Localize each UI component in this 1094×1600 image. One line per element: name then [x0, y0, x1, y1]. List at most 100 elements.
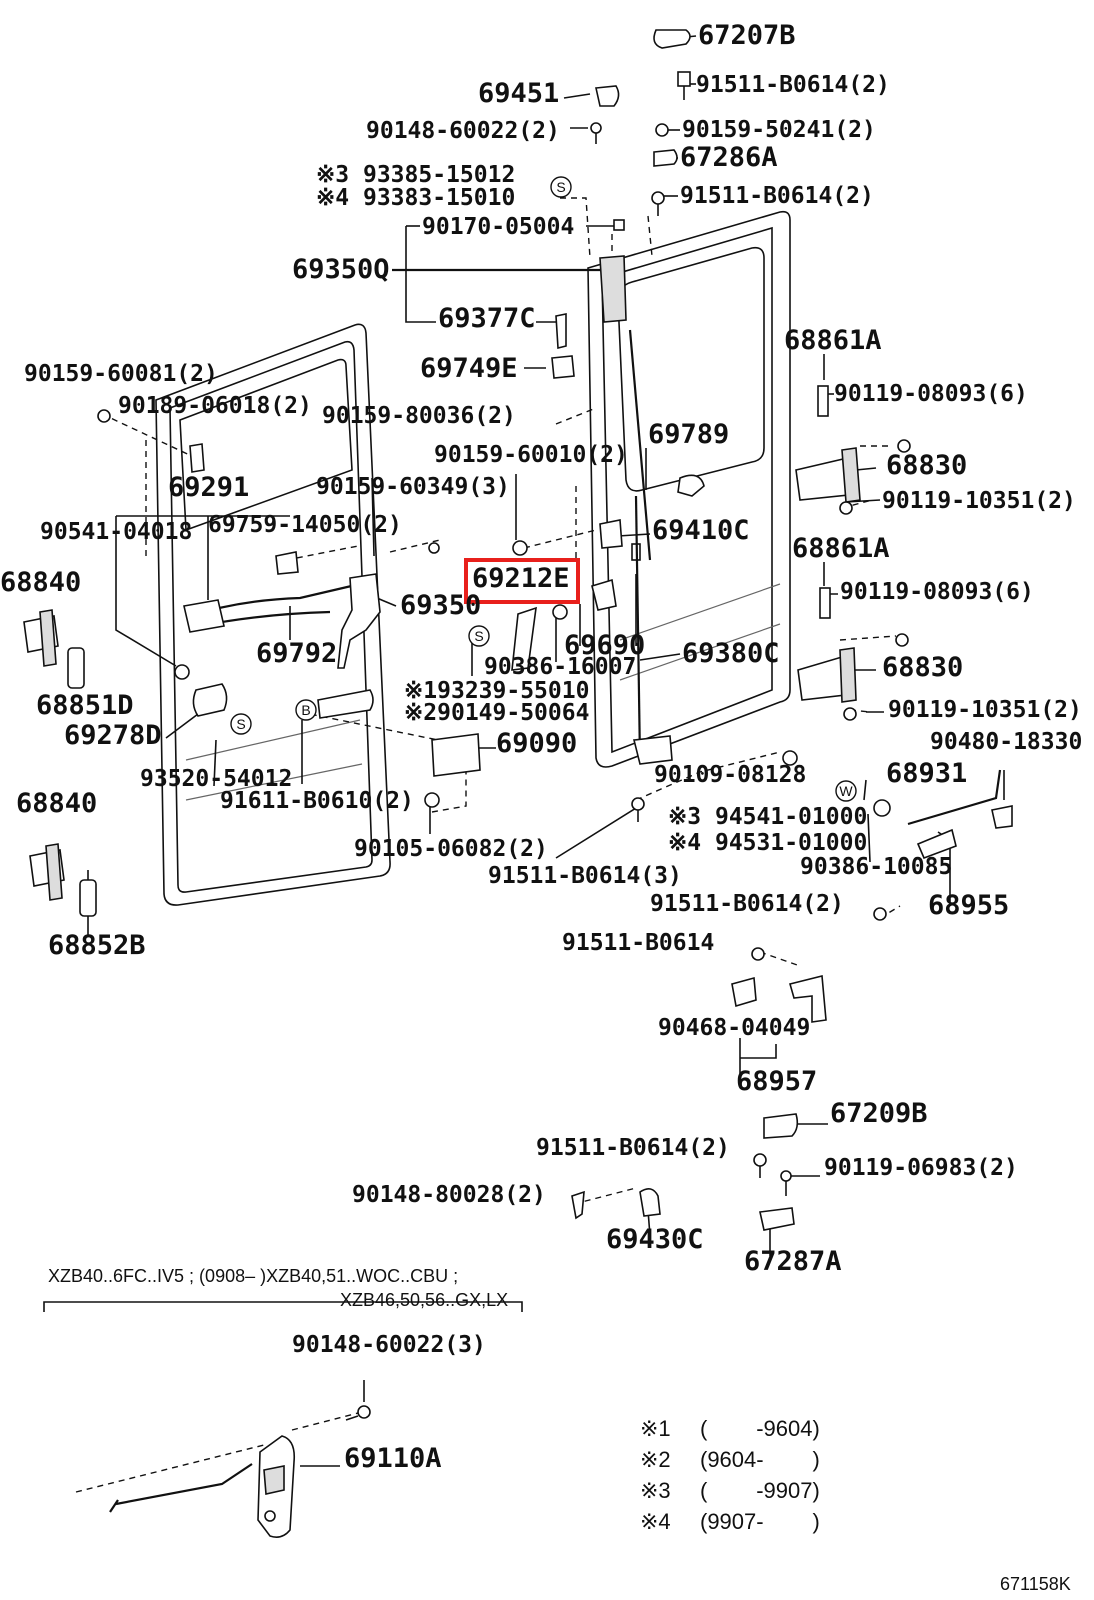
part-label-90189-06018-2: 90189-06018(2)	[118, 393, 312, 419]
date-range-legend: ※1( -9604)※2(9604- )※3( -9907)※4(9907- )	[640, 1416, 820, 1534]
legend-mark: ※3	[640, 1478, 671, 1503]
part-label-67209b: 67209B	[830, 1098, 928, 1129]
model-applicability-line-2: XZB46,50,56..GX,LX	[340, 1290, 508, 1310]
part-label-90119-10351-2: 90119-10351(2)	[888, 697, 1082, 723]
part-label-90468-04049: 90468-04049	[658, 1015, 810, 1041]
circled-marker-s: S	[468, 625, 490, 647]
part-label-68931: 68931	[886, 758, 967, 789]
bolt-icon	[651, 191, 665, 216]
bolt-icon	[897, 439, 911, 453]
bolt-icon	[839, 501, 853, 515]
legend-range: ( -9604)	[700, 1416, 820, 1441]
part-label-67287a: 67287A	[744, 1246, 842, 1277]
circled-marker-w: W	[835, 780, 857, 802]
part-label-90386-10085: 90386-10085	[800, 854, 952, 880]
part-label-90159-60010-2: 90159-60010(2)	[434, 442, 628, 468]
bolt-icon	[753, 1153, 767, 1178]
part-label-93520-54012: 93520-54012	[140, 766, 292, 792]
circled-marker-b: B	[295, 699, 317, 721]
legend-mark: ※4	[640, 1509, 671, 1534]
part-label-68830: 68830	[882, 652, 963, 683]
part-label-91611-b0610-2: 91611-B0610(2)	[220, 788, 414, 814]
part-label-91511-b0614-2: 91511-B0614(2)	[650, 891, 844, 917]
part-label-69430c: 69430C	[606, 1224, 704, 1255]
part-label-90119-08093-6: 90119-08093(6)	[840, 579, 1034, 605]
bolt-icon	[590, 122, 602, 144]
svg-text:S: S	[236, 716, 245, 732]
circled-marker-s: S	[550, 176, 572, 198]
legend-range: ( -9907)	[700, 1478, 820, 1503]
circled-marker-s: S	[230, 713, 252, 735]
part-label-4-94531-01000: ※4 94531-01000	[668, 830, 867, 856]
part-label-4-93383-15010: ※4 93383-15010	[316, 185, 515, 211]
bolt-icon	[655, 123, 669, 137]
part-label-68861a: 68861A	[792, 533, 890, 564]
part-label-90159-60349-3: 90159-60349(3)	[316, 474, 510, 500]
part-label-91511-b0614: 91511-B0614	[562, 930, 714, 956]
part-label-69110a: 69110A	[344, 1443, 442, 1474]
part-label-90386-16007: 90386-16007	[484, 654, 636, 680]
part-label-68957: 68957	[736, 1066, 817, 1097]
bolt-icon	[97, 409, 111, 423]
part-label-69690: 69690	[564, 630, 645, 661]
part-glyphs	[23, 29, 1013, 1538]
part-label-290149-50064: ※290149-50064	[404, 700, 589, 726]
bolt-icon	[782, 750, 798, 766]
bolt-icon	[843, 707, 857, 721]
model-applicability-line-1: XZB40..6FC..IV5 ; (0908– )XZB40,51..WOC.…	[48, 1266, 458, 1286]
legend-range: (9907- )	[700, 1509, 820, 1534]
legend-row: ※3 ( -9907)	[640, 1478, 820, 1503]
part-label-69380c: 69380C	[682, 638, 780, 669]
part-label-68840: 68840	[0, 567, 81, 598]
part-label-90159-60081-2: 90159-60081(2)	[24, 361, 218, 387]
part-label-69410c: 69410C	[652, 515, 750, 546]
bolt-icon	[428, 542, 440, 554]
part-label-3-94541-01000: ※3 94541-01000	[668, 804, 867, 830]
part-label-91511-b0614-2: 91511-B0614(2)	[680, 183, 874, 209]
part-label-69451: 69451	[478, 78, 559, 109]
part-label-90119-10351-2: 90119-10351(2)	[882, 488, 1076, 514]
part-label-91511-b0614-2: 91511-B0614(2)	[696, 72, 890, 98]
part-label-68851d: 68851D	[36, 690, 134, 721]
part-label-69291: 69291	[168, 472, 249, 503]
part-label-67207b: 67207B	[698, 20, 796, 51]
part-label-69759-14050-2: 69759-14050(2)	[208, 512, 402, 538]
part-label-90170-05004: 90170-05004	[422, 214, 574, 240]
bolt-icon	[751, 947, 765, 961]
legend-mark: ※1	[640, 1416, 671, 1441]
bolt-icon	[345, 1405, 371, 1421]
part-label-91511-b0614-2: 91511-B0614(2)	[536, 1135, 730, 1161]
part-label-90148-60022-3: 90148-60022(3)	[292, 1332, 486, 1358]
part-label-90148-80028-2: 90148-80028(2)	[352, 1182, 546, 1208]
part-label-91511-b0614-3: 91511-B0614(3)	[488, 863, 682, 889]
bolt-icon	[424, 792, 440, 808]
part-label-90105-06082-2: 90105-06082(2)	[354, 836, 548, 862]
part-label-69377c: 69377C	[438, 303, 536, 334]
part-label-69212e: 69212E	[472, 563, 570, 594]
part-label-68830: 68830	[886, 450, 967, 481]
bolt-icon	[174, 664, 190, 680]
bolt-icon	[873, 907, 887, 921]
legend-mark: ※2	[640, 1447, 671, 1472]
bolt-icon	[895, 633, 909, 647]
part-label-69350q: 69350Q	[292, 254, 390, 285]
legend-row: ※1 ( -9604)	[640, 1416, 820, 1441]
part-label-90480-18330: 90480-18330	[930, 729, 1082, 755]
part-label-69278d: 69278D	[64, 720, 162, 751]
part-label-68861a: 68861A	[784, 325, 882, 356]
part-label-69789: 69789	[648, 419, 729, 450]
part-label-90541-04018: 90541-04018	[40, 519, 192, 545]
svg-text:S: S	[474, 628, 483, 644]
part-label-68840: 68840	[16, 788, 97, 819]
part-label-90159-80036-2: 90159-80036(2)	[322, 403, 516, 429]
part-label-3-93385-15012: ※3 93385-15012	[316, 162, 515, 188]
highlight-box-69212e	[464, 558, 580, 604]
part-label-68852b: 68852B	[48, 930, 146, 961]
svg-text:S: S	[556, 179, 565, 195]
part-label-90109-08128: 90109-08128	[654, 762, 806, 788]
circled-markers: S S S B W	[230, 176, 857, 802]
part-label-193239-55010: ※193239-55010	[404, 678, 589, 704]
svg-text:W: W	[839, 783, 853, 799]
